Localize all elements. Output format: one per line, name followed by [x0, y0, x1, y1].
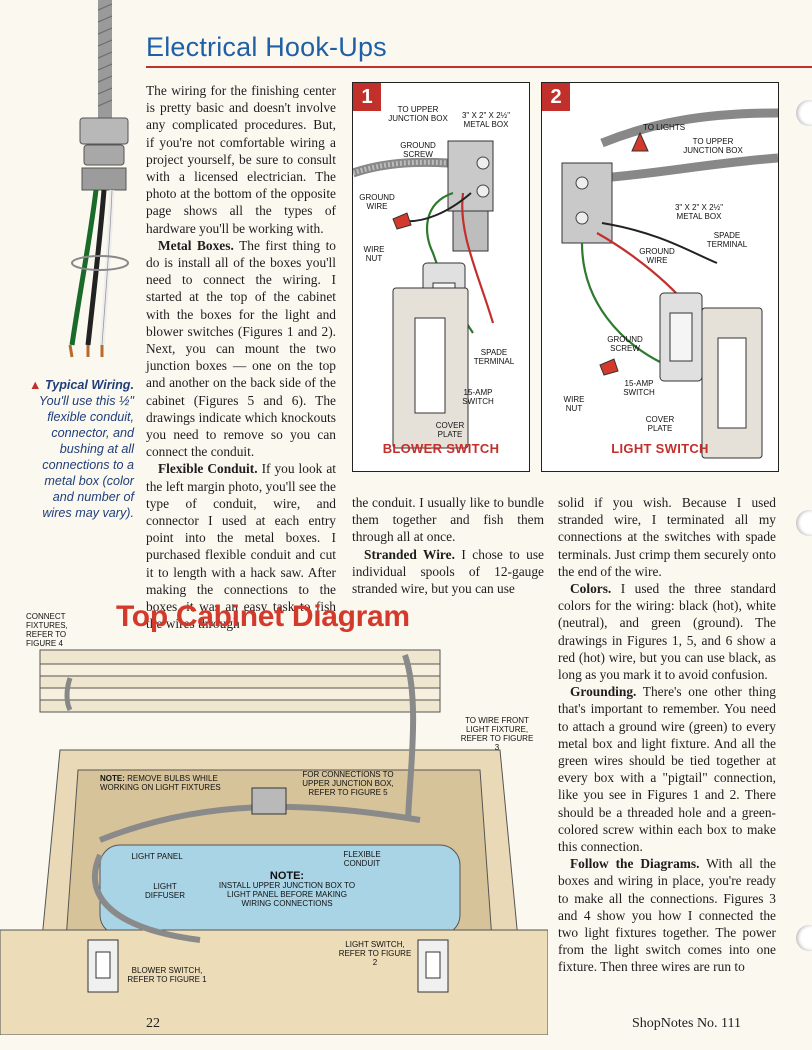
binder-hole: [796, 510, 812, 536]
article-column-3: solid if you wish. Because I used strand…: [558, 494, 776, 976]
label-ground-wire: Ground Wire: [359, 193, 395, 211]
figure-1: 1 To Upper Junction Box 3" x 2" x 2½" Me…: [352, 82, 530, 472]
paragraph-heading: Stranded Wire.: [364, 546, 455, 562]
figure-2: 2 To Lights To Upper Junction Box 3" x 2…: [541, 82, 779, 472]
note-bulbs: NOTE: Remove bulbs while working on ligh…: [100, 774, 240, 792]
label-light-switch: Light Switch, Refer to Figure 2: [338, 940, 412, 967]
wiring-photo: [68, 0, 129, 358]
label-connect-fixtures: Connect Fixtures, Refer to Figure 4: [26, 612, 68, 648]
label-blower-switch: Blower Switch, Refer to Figure 1: [127, 966, 207, 984]
paragraph-text: I used the three standard colors for the…: [558, 581, 776, 683]
label-wire-nut: Wire Nut: [563, 395, 585, 413]
caption-triangle-icon: ▲: [29, 378, 42, 392]
paragraph: the conduit. I usually like to bundle th…: [352, 495, 544, 545]
label-upper-box: To Upper Junction Box: [388, 105, 448, 123]
page-title: Electrical Hook-Ups: [146, 32, 387, 62]
label-flexible-conduit: Flexible Conduit: [343, 850, 381, 868]
label-cover: Cover Plate: [435, 421, 465, 439]
photo-caption: ▲ Typical Wiring. You'll use this ½" fle…: [22, 377, 134, 521]
paragraph: solid if you wish. Because I used strand…: [558, 495, 776, 579]
caption-text: You'll use this ½" flexible conduit, con…: [38, 394, 134, 520]
label-upper-box: To Upper Junction Box: [683, 137, 743, 155]
label-ground-screw: Ground Screw: [400, 141, 436, 159]
paragraph: Grounding. There's one other thing that'…: [558, 683, 776, 855]
label-switch: 15-Amp Switch: [623, 379, 655, 397]
note-text: Remove bulbs while working on light fixt…: [100, 774, 221, 792]
paragraph: The wiring for the finishing center is p…: [146, 83, 336, 236]
label-connections: For connections to Upper Junction Box, R…: [302, 770, 394, 797]
paragraph-heading: Flexible Conduit.: [158, 461, 258, 477]
article-column-1: The wiring for the finishing center is p…: [146, 82, 336, 633]
page-number: 22: [146, 1016, 160, 1031]
label-lights: To Lights: [642, 123, 686, 132]
label-metal-box: 3" x 2" x 2½" Metal Box: [674, 203, 724, 221]
cabinet-diagram: [0, 649, 548, 1035]
label-light-panel: Light Panel: [131, 852, 183, 861]
label-front-fixture: To Wire Front Light Fixture, Refer to Fi…: [460, 716, 534, 752]
paragraph: Follow the Diagrams. With all the boxes …: [558, 855, 776, 975]
figure-caption: Light Switch: [611, 441, 709, 456]
label-spade: Spade Terminal: [706, 231, 748, 249]
binder-hole: [796, 100, 812, 126]
paragraph: Stranded Wire. I chose to use individual…: [352, 546, 544, 598]
label-switch: 15-Amp Switch: [462, 388, 494, 406]
paragraph-text: If you look at the left margin photo, yo…: [146, 461, 336, 632]
paragraph-text: I chose to use individual spools of 12-g…: [352, 546, 544, 597]
label-light-diffuser: Light Diffuser: [145, 882, 185, 900]
paragraph-text: With all the boxes and wiring in place, …: [558, 856, 776, 975]
figure-number: 2: [542, 83, 570, 111]
paragraph-text: There's one other thing that's important…: [558, 684, 776, 855]
paragraph: Metal Boxes. The first thing to do is in…: [146, 237, 336, 461]
label-wire-nut: Wire Nut: [363, 245, 385, 263]
note-install: NOTE:Install upper junction box to light…: [212, 870, 362, 909]
paragraph-text: The first thing to do is install all of …: [146, 237, 336, 460]
publication-name: ShopNotes No. 111: [632, 1016, 742, 1031]
label-spade: Spade Terminal: [473, 348, 515, 366]
figure-caption: Blower Switch: [382, 441, 500, 456]
article-column-2: the conduit. I usually like to bundle th…: [352, 494, 544, 597]
paragraph-heading: Follow the Diagrams.: [570, 856, 700, 872]
paragraph: Flexible Conduit. If you look at the lef…: [146, 460, 336, 632]
title-rule: [146, 66, 812, 68]
paragraph-heading: Metal Boxes.: [158, 237, 234, 253]
paragraph-heading: Colors.: [570, 581, 612, 597]
binder-hole: [796, 925, 812, 951]
blower-switch-illustration: [353, 140, 495, 449]
note-heading: NOTE:: [269, 870, 305, 882]
label-metal-box: 3" x 2" x 2½" Metal Box: [461, 111, 511, 129]
note-text: Install upper junction box to light pane…: [218, 881, 356, 908]
diagram-title: Top Cabinet Diagram: [116, 600, 410, 633]
note-heading: NOTE:: [100, 774, 125, 783]
paragraph: Colors. I used the three standard colors…: [558, 580, 776, 683]
label-ground-wire: Ground Wire: [639, 247, 675, 265]
caption-lead: Typical Wiring.: [45, 378, 134, 392]
figure-number: 1: [353, 83, 381, 111]
paragraph-heading: Grounding.: [570, 684, 637, 700]
light-switch-illustration: [561, 108, 778, 459]
label-cover: Cover Plate: [645, 415, 675, 433]
label-ground-screw: Ground Screw: [607, 335, 643, 353]
